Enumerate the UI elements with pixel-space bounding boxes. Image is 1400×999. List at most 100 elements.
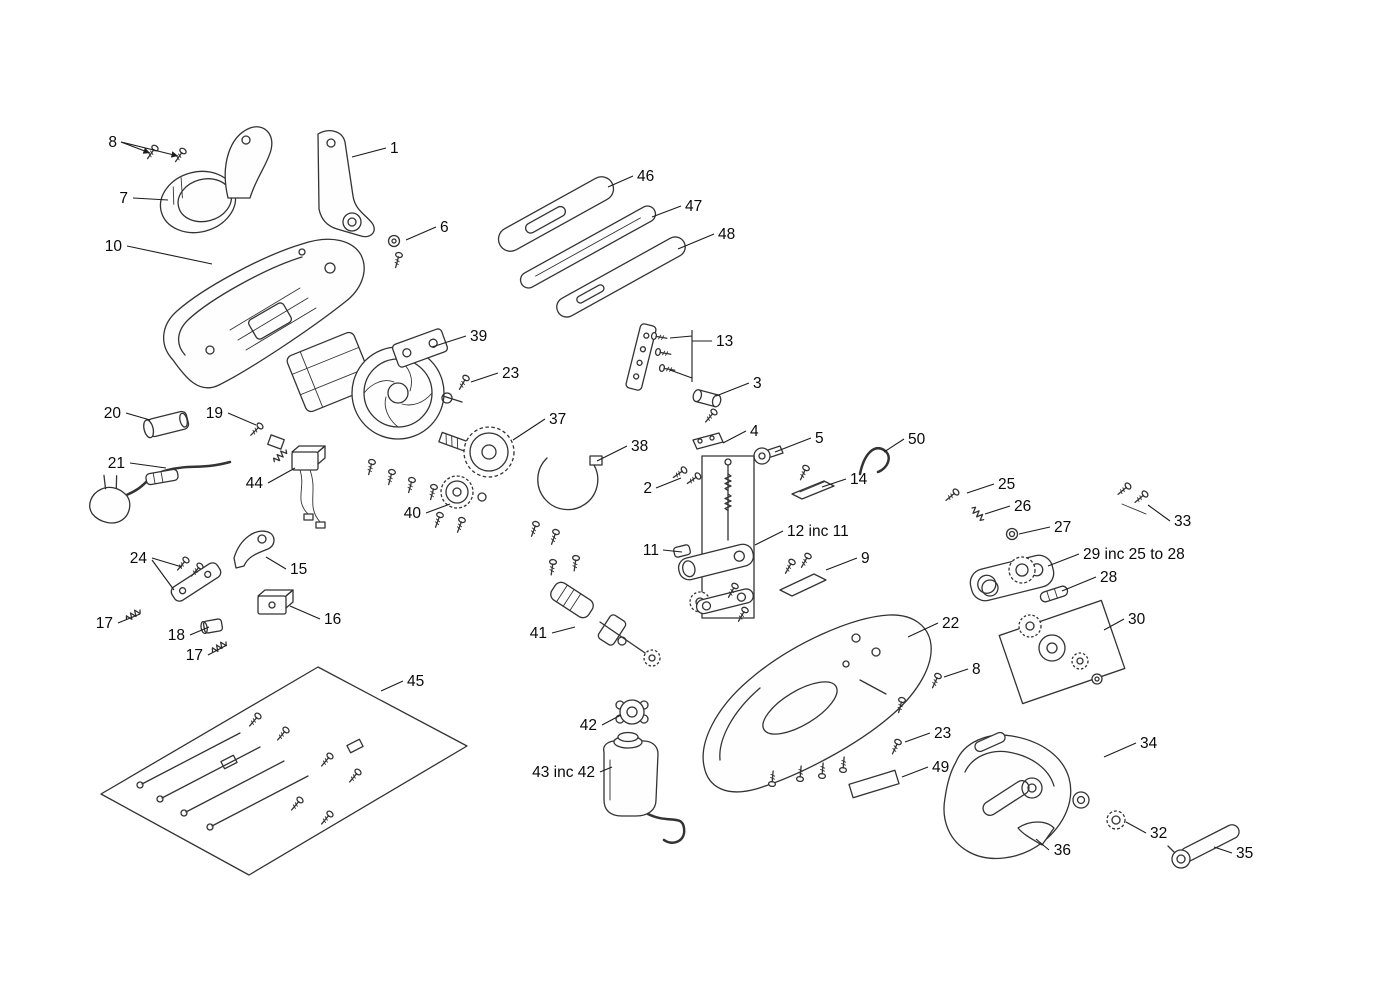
part-15-lever (233, 530, 275, 569)
part-label-36: 36 (1054, 842, 1071, 859)
part-19-hardware (247, 421, 289, 465)
part-25-screw (943, 487, 961, 504)
part-23-screw-rear (888, 737, 903, 756)
part-26-spring (969, 505, 987, 523)
part-label-21: 21 (108, 455, 125, 472)
part-label-9: 9 (861, 550, 870, 567)
leader-lines (117, 141, 1233, 854)
part-45-service-kit (100, 666, 468, 876)
part-label-18: 18 (168, 627, 185, 644)
part-43-oil-tank (603, 731, 686, 844)
part-21-power-cable (89, 460, 232, 524)
part-2-screws (670, 465, 703, 487)
part-label-14: 14 (850, 471, 868, 488)
part-label-20: 20 (104, 405, 122, 422)
part-label-7: 7 (119, 190, 128, 207)
part-label-17-b: 17 (186, 647, 203, 664)
part-47-chain (519, 205, 657, 289)
part-label-34: 34 (1140, 735, 1158, 752)
part-35-wrench (1167, 824, 1240, 869)
part-10-housing (163, 238, 365, 389)
part-label-2: 2 (643, 480, 652, 497)
part-36-wedge (1017, 821, 1055, 846)
part-46-bar-cover (497, 176, 615, 252)
part-12-oil-pump-assembly (673, 455, 755, 624)
part-label-42: 42 (580, 717, 597, 734)
part-label-37: 37 (549, 411, 566, 428)
part-49-strip (848, 769, 900, 799)
part-label-27: 27 (1054, 519, 1071, 536)
part-9-plate (779, 551, 827, 597)
part-label-17-a: 17 (96, 615, 113, 632)
part-label-19: 19 (206, 405, 223, 422)
part-label-38: 38 (631, 438, 648, 455)
part-label-22: 22 (942, 615, 959, 632)
part-label-11: 11 (643, 542, 659, 559)
part-14-plate (791, 463, 835, 500)
part-label-26: 26 (1014, 498, 1031, 515)
part-label-8-rear: 8 (972, 661, 981, 678)
part-23-screw-top (455, 373, 471, 392)
part-34-side-cover (943, 731, 1090, 860)
part-8-screws-top (144, 143, 188, 165)
part-label-35: 35 (1236, 845, 1253, 862)
part-label-45: 45 (407, 673, 424, 690)
part-40-gear (440, 475, 487, 509)
part-28-roller (1039, 585, 1069, 603)
part-48-guide-bar (556, 236, 686, 318)
part-18-sleeve (200, 618, 224, 635)
part-24-lever-bar (170, 555, 222, 602)
callout-labels: 8 7 1 10 6 46 47 48 39 23 13 3 37 38 4 5… (96, 134, 1254, 862)
part-label-5: 5 (815, 430, 824, 447)
part-label-47: 47 (685, 198, 702, 215)
part-4-bracket (692, 432, 724, 450)
part-22-rear-housing (702, 614, 932, 793)
part-label-39: 39 (470, 328, 487, 345)
part-label-6: 6 (440, 219, 449, 236)
part-label-23-rear: 23 (934, 725, 951, 742)
part-label-48: 48 (718, 226, 735, 243)
part-label-30: 30 (1128, 611, 1146, 628)
part-42-cap (615, 699, 649, 725)
part-label-12-inc-11: 12 inc 11 (787, 523, 849, 540)
part-label-16: 16 (324, 611, 341, 628)
part-37-gear (438, 426, 515, 478)
part-label-44: 44 (246, 475, 264, 492)
part-label-40: 40 (404, 505, 422, 522)
part-32-nut (1106, 810, 1126, 830)
part-41-oil-pump-parts (547, 554, 661, 667)
part-33-screws (1115, 481, 1150, 515)
part-label-24: 24 (130, 550, 148, 567)
part-label-46: 46 (637, 168, 654, 185)
part-label-29-inc-25-28: 29 inc 25 to 28 (1083, 546, 1185, 563)
part-label-10: 10 (105, 238, 123, 255)
part-label-49: 49 (932, 759, 949, 776)
part-label-33: 33 (1174, 513, 1191, 530)
part-8-screw-rear (928, 671, 943, 690)
part-label-3: 3 (753, 375, 762, 392)
part-label-43-inc-42: 43 inc 42 (532, 764, 595, 781)
part-5-cam (753, 445, 784, 465)
part-13-plate-screws (625, 323, 677, 391)
part-6-washer-screw (387, 234, 404, 270)
part-3-bushing (692, 389, 722, 425)
part-label-25: 25 (998, 476, 1015, 493)
part-label-41: 41 (530, 625, 547, 642)
part-label-15: 15 (290, 561, 307, 578)
part-30-gear-set (998, 599, 1126, 705)
part-38-brake-band (527, 455, 603, 547)
part-label-4: 4 (750, 423, 759, 440)
part-44-switch (291, 445, 326, 529)
part-16-switch-block (257, 589, 294, 615)
part-handle-horn (224, 126, 273, 199)
part-label-32: 32 (1150, 825, 1167, 842)
part-label-28: 28 (1100, 569, 1117, 586)
part-label-50: 50 (908, 431, 926, 448)
part-27-nut (1005, 527, 1019, 541)
part-29-brake-assembly (969, 554, 1055, 602)
part-label-23-top: 23 (502, 365, 519, 382)
part-20-bushing (143, 410, 190, 439)
part-39-motor (286, 328, 467, 535)
